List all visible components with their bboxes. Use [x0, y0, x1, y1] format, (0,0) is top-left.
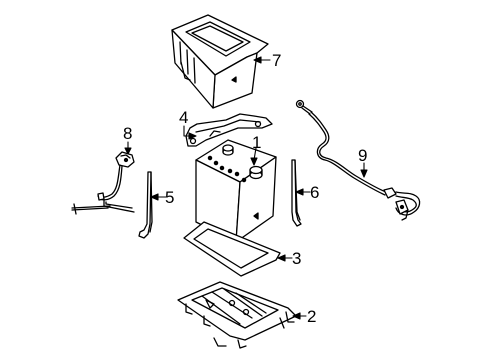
- arrow-8: [124, 147, 132, 155]
- callout-4: 4: [179, 108, 188, 127]
- tray-pad: [184, 222, 280, 276]
- arrow-7: [253, 56, 262, 64]
- callout-7: 7: [272, 51, 281, 70]
- callout-3: 3: [292, 249, 301, 268]
- hold-down-rod-left: [139, 172, 152, 238]
- callout-2: 2: [307, 307, 316, 326]
- arrow-5: [150, 193, 159, 201]
- arrow-9: [360, 169, 368, 178]
- arrow-1: [250, 157, 258, 166]
- positive-cable: [297, 101, 420, 221]
- arrow-6: [295, 188, 304, 196]
- callout-5: 5: [165, 188, 174, 207]
- battery-cover: [172, 15, 268, 108]
- callout-8: 8: [123, 124, 132, 143]
- arrow-2: [292, 312, 301, 320]
- negative-cable: [72, 152, 134, 214]
- hold-down-bracket: [186, 114, 272, 146]
- battery-tray: [178, 282, 296, 348]
- leader-lines: [124, 56, 368, 320]
- hold-down-rod-right: [292, 160, 301, 226]
- callout-1: 1: [252, 133, 261, 152]
- callout-6: 6: [310, 183, 319, 202]
- callout-9: 9: [358, 146, 367, 165]
- callout-labels: 7 4 1 8 5 6 9 3 2: [123, 51, 367, 326]
- arrow-4: [188, 132, 197, 140]
- arrow-3: [277, 254, 286, 262]
